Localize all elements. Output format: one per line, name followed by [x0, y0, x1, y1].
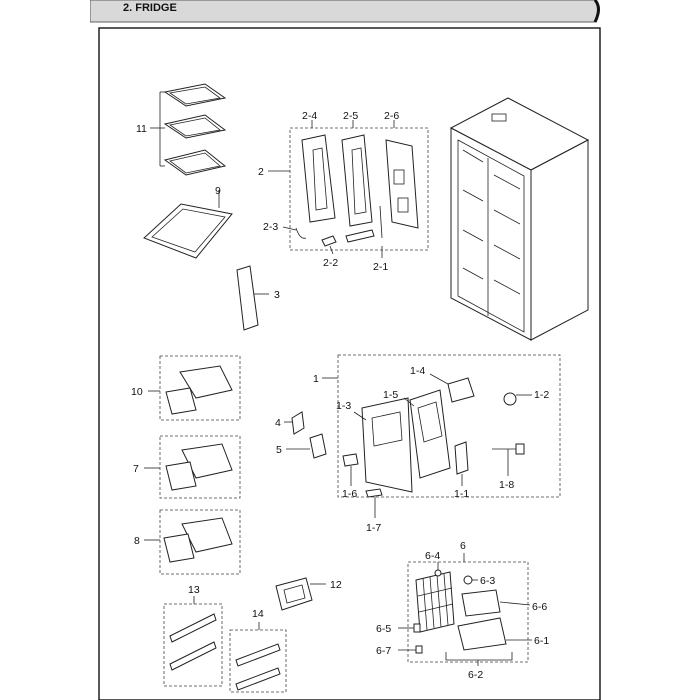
label-2: 2: [258, 166, 264, 178]
label-2-4: 2-4: [302, 110, 317, 122]
label-1-6: 1-6: [342, 488, 357, 500]
label-6-5: 6-5: [376, 623, 391, 635]
part-6-evaporator-group: [398, 553, 532, 666]
section-header: [89, 0, 602, 24]
label-1-2: 1-2: [534, 389, 549, 401]
fridge-cabinet: [449, 97, 590, 341]
label-6-6: 6-6: [532, 601, 547, 613]
part-13-rails: [163, 596, 223, 687]
label-14: 14: [252, 608, 264, 620]
part-3-cover: [236, 265, 269, 331]
label-6-4: 6-4: [425, 550, 440, 562]
label-1: 1: [313, 373, 319, 385]
label-1-1: 1-1: [454, 488, 469, 500]
label-2-3: 2-3: [263, 221, 278, 233]
label-6-3: 6-3: [480, 575, 495, 587]
part-10-drawer: [148, 355, 241, 421]
label-6-1: 6-1: [534, 635, 549, 647]
part-9-glass-shelf: [143, 190, 233, 259]
part-4-5: [284, 411, 327, 459]
part-12-assembly: [275, 577, 326, 611]
part-14-rails: [229, 622, 287, 693]
part-1-group: [322, 354, 561, 518]
part-11-shelves: [150, 83, 227, 176]
label-9: 9: [215, 185, 221, 197]
label-1-4: 1-4: [410, 365, 425, 377]
label-1-7: 1-7: [366, 522, 381, 534]
label-6-2: 6-2: [468, 669, 483, 681]
part-2-duct-group: [268, 120, 429, 258]
label-5: 5: [276, 444, 282, 456]
label-13: 13: [188, 584, 200, 596]
part-7-drawer: [144, 435, 241, 499]
page-frame: [98, 27, 601, 700]
label-12: 12: [330, 579, 342, 591]
label-3: 3: [274, 289, 280, 301]
label-6: 6: [460, 540, 466, 552]
part-8-drawer: [144, 509, 241, 575]
label-1-8: 1-8: [499, 479, 514, 491]
label-1-5: 1-5: [383, 389, 398, 401]
label-2-6: 2-6: [384, 110, 399, 122]
label-6-7: 6-7: [376, 645, 391, 657]
label-10: 10: [131, 386, 143, 398]
label-1-3: 1-3: [336, 400, 351, 412]
header-banner-shape: [89, 0, 600, 23]
label-11: 11: [136, 123, 147, 135]
label-2-2: 2-2: [323, 257, 338, 269]
label-7: 7: [133, 463, 139, 475]
section-title: 2. FRIDGE: [123, 2, 177, 14]
label-2-1: 2-1: [373, 261, 388, 273]
label-2-5: 2-5: [343, 110, 358, 122]
label-4: 4: [275, 417, 281, 429]
label-8: 8: [134, 535, 140, 547]
